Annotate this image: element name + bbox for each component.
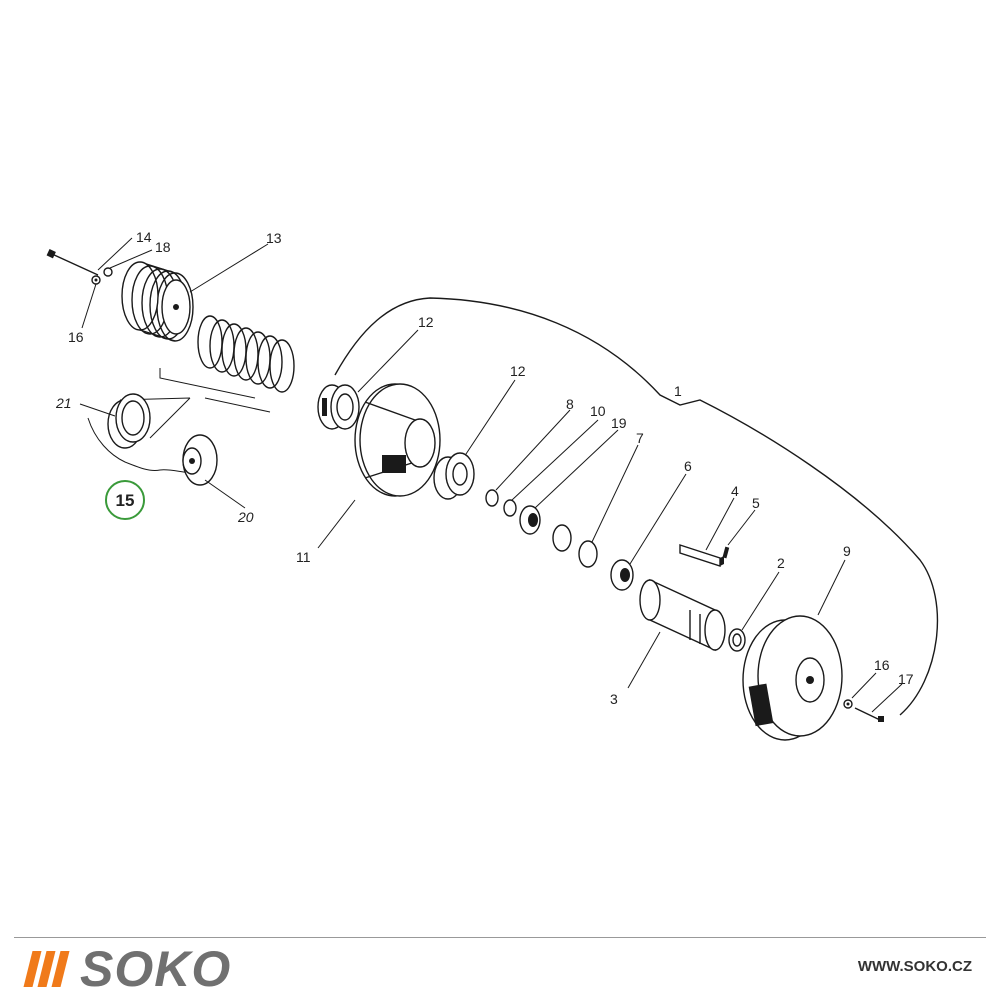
label-11: 11 [296,549,311,565]
label-18: 18 [155,239,171,255]
snap-ring-8 [485,489,499,507]
washer-10 [503,499,517,517]
pulley-9 [742,615,843,741]
label-13: 13 [266,230,282,246]
connector-lines-15 [119,368,271,439]
nut-16-top [91,275,101,285]
logo-text: SOKO [80,941,232,997]
soko-logo: SOKO [23,941,232,997]
label-17: 17 [898,671,914,687]
label-2: 2 [777,555,785,571]
ring-7a [552,524,572,552]
website-url: WWW.SOKO.CZ [857,958,972,975]
label-20: 20 [237,509,254,525]
label-1: 1 [674,383,682,399]
sleeve-3 [639,578,726,652]
label-12-lower: 12 [510,363,526,379]
washer-18 [103,267,113,277]
pin-5 [722,546,730,559]
spring [197,315,295,393]
bolt-14 [46,249,99,276]
logo-bar-3 [51,951,70,987]
ring-21 [107,393,151,449]
pulley-11 [354,383,441,497]
bearing-6 [610,559,634,591]
label-21: 21 [55,395,72,411]
flange-20 [182,434,218,486]
key-4 [679,544,724,567]
bolt-17 [854,707,884,722]
bearing-19 [519,505,541,535]
leader-lines [79,237,903,713]
label-4: 4 [731,483,739,499]
label-8: 8 [566,396,574,412]
label-16-top: 16 [68,329,84,345]
label-5: 5 [752,495,760,511]
bellows-housing-13 [121,261,194,342]
callout-15-label: 15 [116,491,135,510]
label-10: 10 [590,403,606,419]
label-16-bottom: 16 [874,657,890,673]
label-14: 14 [136,229,152,245]
ring-7b [578,540,598,568]
group-brace-1 [334,297,939,716]
label-7: 7 [636,430,644,446]
bearing-12-lower [433,452,475,500]
footer-divider [14,937,986,938]
washer-16-bottom [843,699,853,709]
label-3: 3 [610,691,618,707]
label-19: 19 [611,415,627,431]
label-12-upper: 12 [418,314,434,330]
label-9: 9 [843,543,851,559]
label-6: 6 [684,458,692,474]
callout-15: 15 [105,480,145,520]
bearing-12-upper [317,384,360,430]
washer-2 [728,628,746,652]
